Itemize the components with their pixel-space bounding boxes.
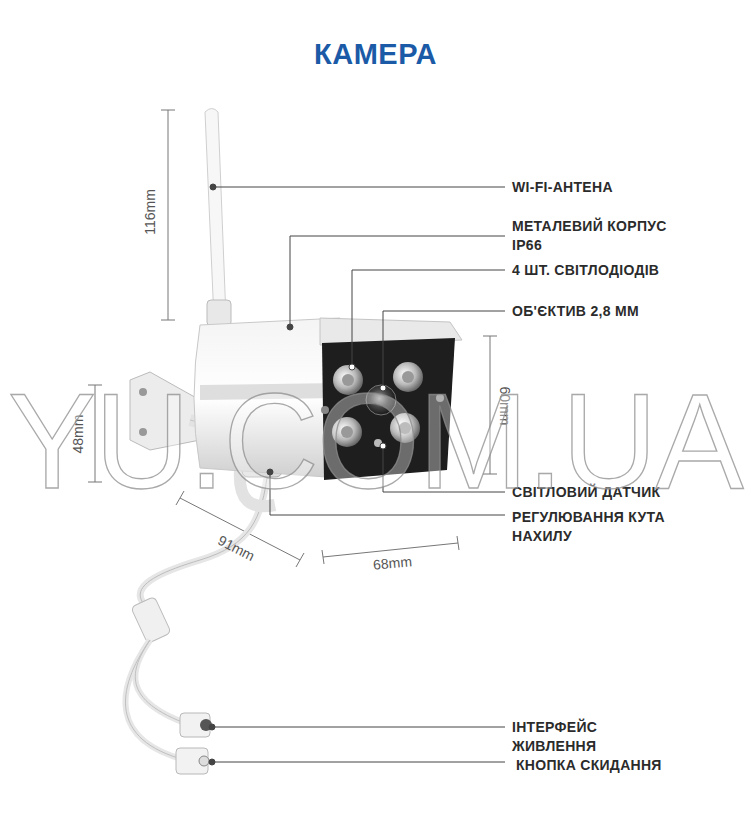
part-label: ІНТЕРФЕЙС ЖИВЛЕННЯ xyxy=(512,718,652,756)
dimension-label: 68mm xyxy=(372,553,412,572)
dimension-label: 116mm xyxy=(142,189,158,235)
part-label: ОБ'ЄКТИВ 2,8 ММ xyxy=(512,302,737,321)
watermark: YU.COM.UA xyxy=(8,364,742,520)
dimension-label: 91mm xyxy=(215,532,257,564)
part-label: WI-FI-АНТЕНА xyxy=(512,178,737,197)
part-label: КНОПКА СКИДАННЯ xyxy=(516,756,741,775)
part-label: МЕТАЛЕВИЙ КОРПУС IP66 xyxy=(512,217,672,255)
page-title: КАМЕРА xyxy=(314,38,437,71)
part-label: 4 ШТ. СВІТЛОДІОДІВ xyxy=(512,261,737,280)
